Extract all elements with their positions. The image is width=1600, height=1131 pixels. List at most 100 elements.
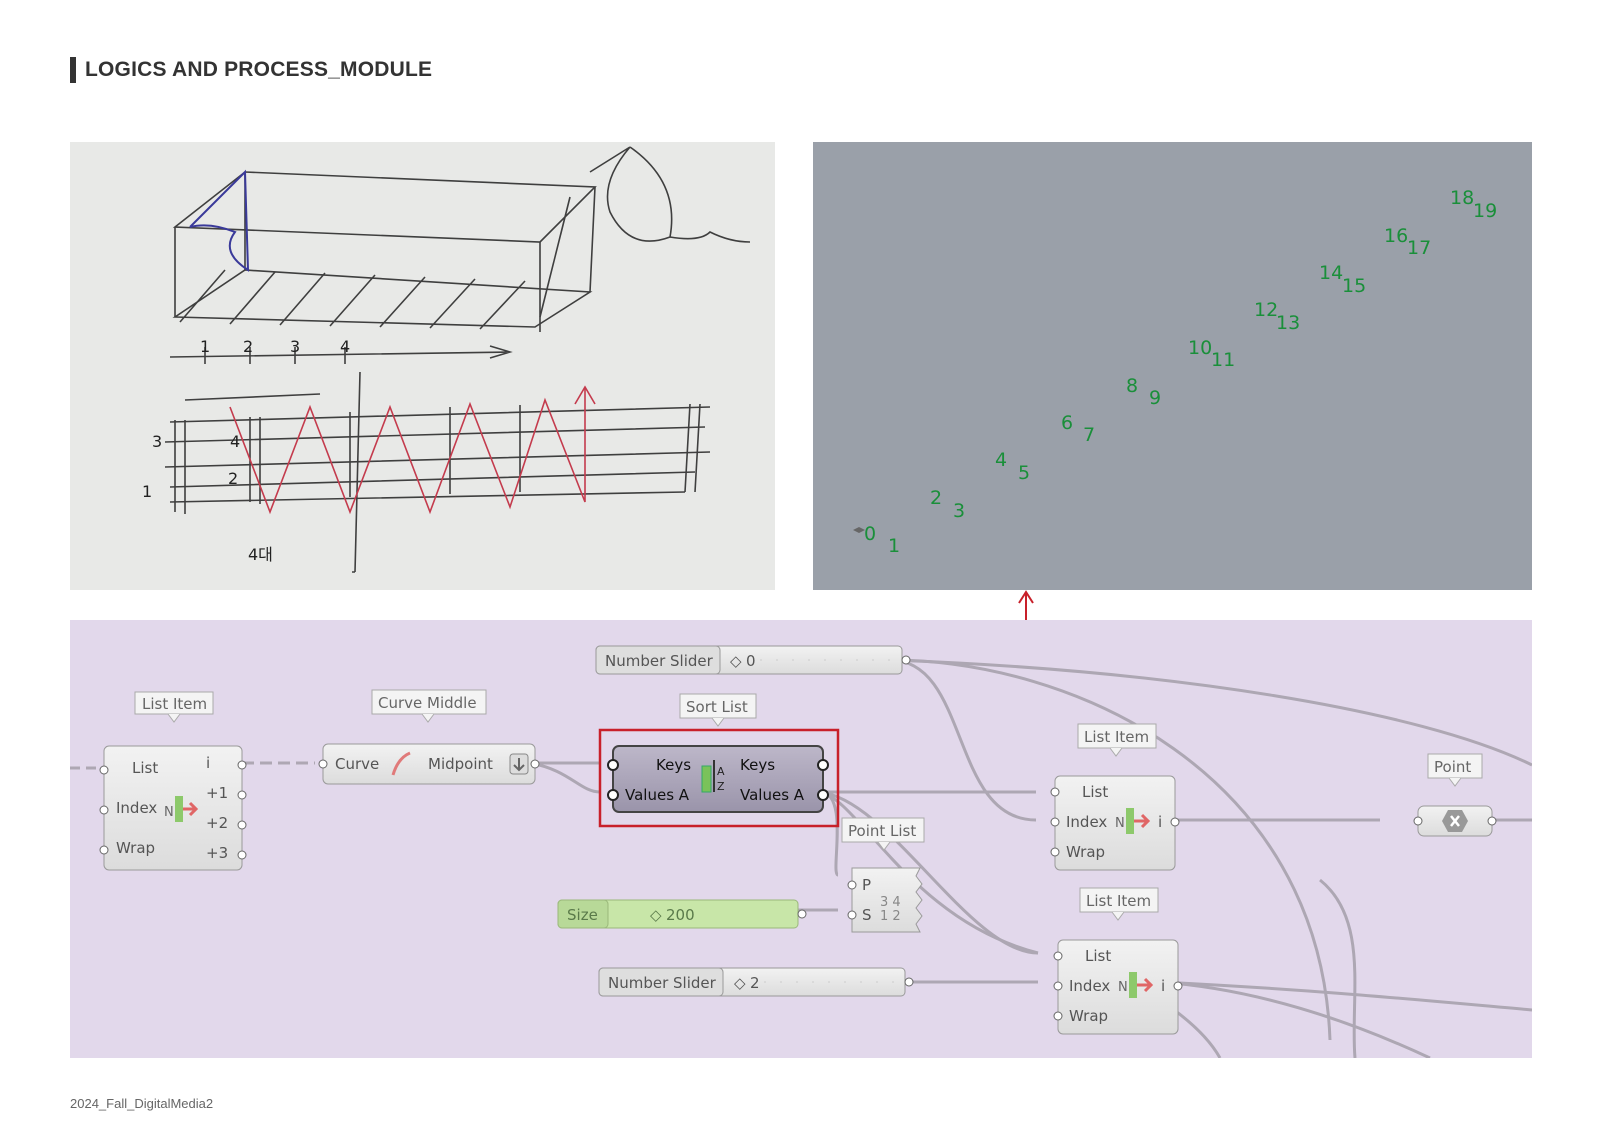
size-slider[interactable]: Size ◇ 200	[557, 899, 807, 929]
node-caption: List Item	[1086, 892, 1151, 910]
page-title-text: LOGICS AND PROCESS_MODULE	[85, 58, 433, 81]
input-label: S	[862, 906, 872, 924]
list-item-left-node[interactable]: List Item List Index Wrap i +1 +2 +3 N	[99, 691, 247, 871]
sketch-label: 3	[152, 432, 162, 451]
slider-value: 200	[666, 906, 695, 924]
svg-text:A: A	[717, 765, 725, 778]
list-item-icon: N	[164, 796, 199, 822]
curve-middle-node[interactable]: Curve Middle Curve Midpoint	[318, 689, 540, 785]
slider-value: 2	[750, 974, 760, 992]
sketch-photo: 1 2 3 4 3 4 2 1 4대	[70, 142, 775, 590]
output-label: Values A	[740, 786, 805, 804]
sketch-label: 4	[340, 337, 350, 356]
input-label: Curve	[335, 755, 379, 773]
input-label: Wrap	[116, 839, 155, 857]
point-label: 7	[1083, 424, 1096, 446]
point-label: 13	[1276, 312, 1301, 334]
node-caption: List Item	[1084, 728, 1149, 746]
input-label: List	[1085, 947, 1111, 965]
sketch-label: 4	[230, 432, 240, 451]
curve-icon	[391, 751, 411, 776]
point-label: 2	[930, 487, 943, 509]
sketch-label: 4대	[248, 545, 273, 564]
point-list-node[interactable]: Point List P S 3 4 1 2	[841, 817, 925, 933]
highlight-box	[598, 728, 840, 828]
point-label: 4	[995, 449, 1008, 471]
svg-text:1 2: 1 2	[880, 909, 901, 924]
input-label: P	[862, 876, 871, 894]
node-caption: Point	[1434, 758, 1471, 776]
slider-name: Number Slider	[605, 652, 714, 670]
arrow-down-icon	[513, 758, 525, 772]
svg-text:N: N	[1118, 980, 1128, 995]
point-label: 15	[1342, 275, 1367, 297]
svg-text:N: N	[1115, 816, 1125, 831]
output-label: i	[1158, 813, 1162, 831]
input-label: Index	[1069, 977, 1110, 995]
point-label: 11	[1211, 349, 1236, 371]
point-label: 16	[1384, 225, 1409, 247]
point-label: 1	[888, 535, 901, 557]
origin-marker-icon	[853, 527, 865, 533]
point-label: 18	[1450, 187, 1475, 209]
diamond-icon: ◇	[730, 652, 742, 670]
sort-list-node[interactable]: Sort List Keys Values A Keys Values A A …	[598, 693, 840, 828]
title-accent-bar	[70, 57, 76, 83]
output-label: Keys	[740, 756, 775, 774]
node-caption: Curve Middle	[378, 694, 477, 712]
output-label: +3	[206, 844, 228, 862]
footer-text: 2024_Fall_DigitalMedia2	[70, 1096, 214, 1111]
output-label: i	[206, 754, 210, 772]
point-label: 17	[1407, 237, 1432, 259]
input-label: List	[132, 759, 158, 777]
node-caption: Point List	[848, 822, 916, 840]
grasshopper-canvas[interactable]: Number Slider ◇ 0 List Item List Index W…	[70, 620, 1532, 1058]
wires	[70, 658, 1532, 1058]
point-label: 5	[1018, 462, 1031, 484]
sketch-label: 1	[142, 482, 152, 501]
node-caption: List Item	[142, 695, 207, 713]
diamond-icon: ◇	[650, 906, 662, 924]
input-label: List	[1082, 783, 1108, 801]
grasshopper-graph[interactable]: Number Slider ◇ 0 List Item List Index W…	[70, 620, 1532, 1058]
sketch-label: 2	[228, 469, 238, 488]
input-label: Wrap	[1066, 843, 1105, 861]
sketch-label: 3	[290, 337, 300, 356]
input-label: Wrap	[1069, 1007, 1108, 1025]
point-label: 0	[864, 523, 877, 545]
svg-text:N: N	[164, 805, 174, 820]
point-label: 9	[1149, 387, 1162, 409]
output-label: +2	[206, 814, 228, 832]
point-label: 8	[1126, 375, 1139, 397]
sketch-label: 1	[200, 337, 210, 356]
slider-value: 0	[746, 652, 756, 670]
point-label: 10	[1188, 337, 1213, 359]
rhino-viewport[interactable]: 0 1 2 3 4 5 6 7 8 9 10 11 12 13 14 15 16…	[813, 142, 1532, 590]
output-label: i	[1161, 977, 1165, 995]
slider-name: Size	[567, 906, 598, 924]
point-label: 6	[1061, 412, 1074, 434]
list-item-icon: N	[1115, 808, 1151, 834]
input-label: Values A	[625, 786, 690, 804]
point-node[interactable]: Point	[1413, 753, 1497, 837]
output-label: +1	[206, 784, 228, 802]
list-item-right-bottom-node[interactable]: List Item List Index Wrap i N	[1053, 887, 1183, 1035]
input-label: Index	[1066, 813, 1107, 831]
sketch-drawing: 1 2 3 4 3 4 2 1 4대	[142, 146, 751, 573]
page-title: LOGICS AND PROCESS_MODULE	[70, 56, 432, 84]
viewport-markers	[853, 527, 865, 533]
point-label: 12	[1254, 299, 1279, 321]
number-slider-bottom[interactable]: Number Slider ◇ 2	[598, 967, 914, 997]
list-item-icon: N	[1118, 972, 1154, 998]
slider-name: Number Slider	[608, 974, 717, 992]
sketch-label: 2	[243, 337, 253, 356]
output-label: Midpoint	[428, 755, 493, 773]
number-slider-top[interactable]: Number Slider ◇ 0	[595, 645, 911, 675]
point-list-icon: 3 4	[880, 895, 901, 910]
svg-text:Z: Z	[717, 780, 725, 793]
input-label: Keys	[656, 756, 691, 774]
diamond-icon: ◇	[734, 974, 746, 992]
point-label: 14	[1319, 262, 1344, 284]
list-item-right-top-node[interactable]: List Item List Index Wrap i N	[1050, 723, 1180, 871]
point-label: 19	[1473, 200, 1498, 222]
